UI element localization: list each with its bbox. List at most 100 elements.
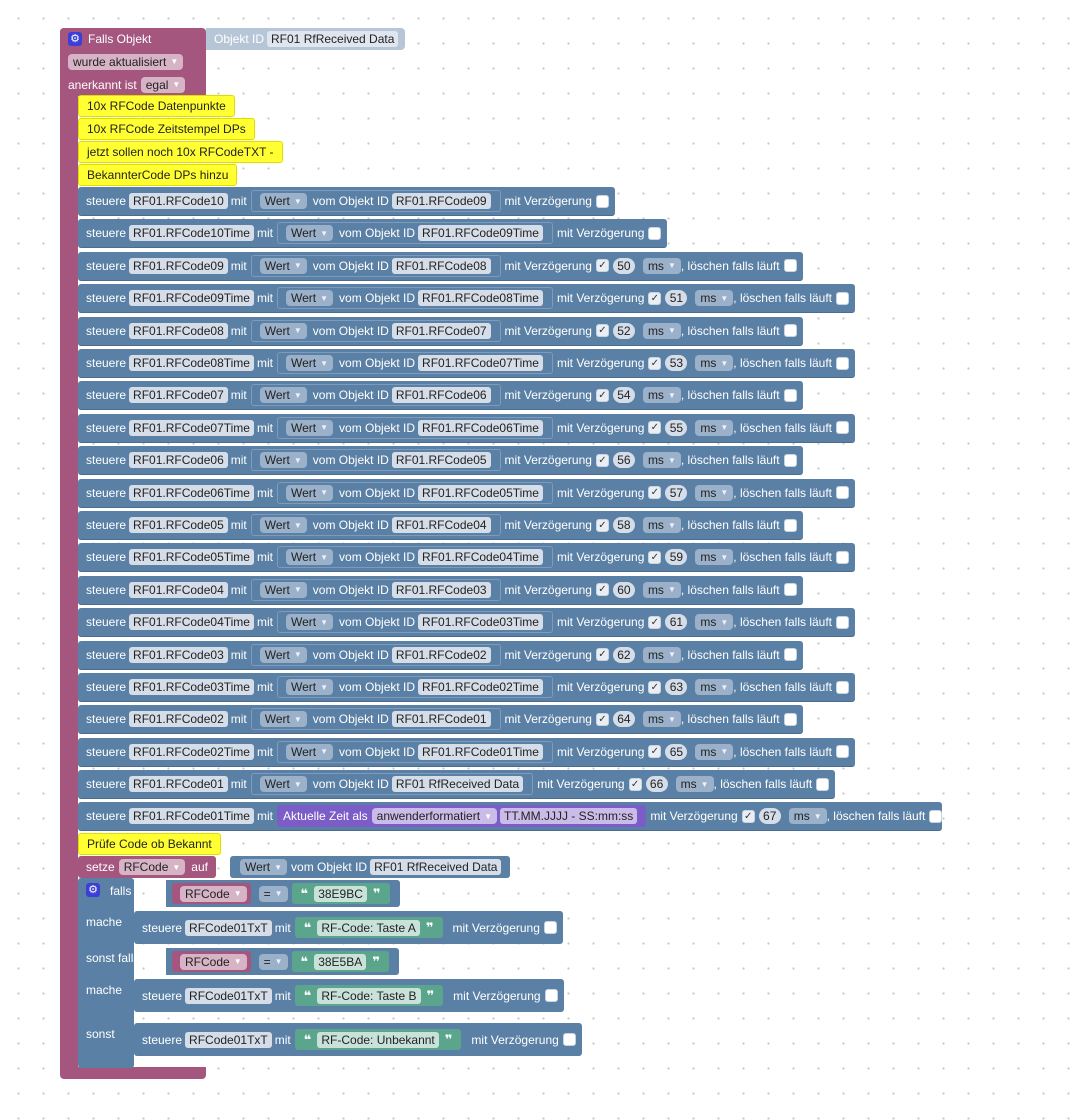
event-block-header[interactable]: ⚙ Falls Objekt xyxy=(60,28,206,50)
unit-dropdown[interactable]: ms▼ xyxy=(642,387,681,404)
delay-number[interactable]: 63 xyxy=(665,679,688,695)
target-field[interactable]: RF01.RFCode08Time xyxy=(129,355,254,371)
delay-checkbox[interactable]: ✓ xyxy=(628,777,642,791)
target-field[interactable]: RF01.RFCode02 xyxy=(129,711,228,728)
clear-checkbox[interactable] xyxy=(836,680,850,694)
source-field[interactable]: RF01.RFCode06Time xyxy=(418,419,543,436)
source-field[interactable]: RF01.RFCode07Time xyxy=(418,355,543,371)
source-field[interactable]: RF01.RFCode09Time xyxy=(418,225,543,242)
string-block[interactable]: ❝RF-Code: Taste A❞ xyxy=(294,917,443,938)
target-field[interactable]: RF01.RFCode03 xyxy=(129,646,228,663)
gear-icon[interactable]: ⚙ xyxy=(86,883,100,897)
source-field[interactable]: RF01.RFCode03 xyxy=(391,581,491,598)
target-field[interactable]: RF01.RFCode05Time xyxy=(129,549,254,566)
clear-checkbox[interactable] xyxy=(783,259,797,273)
wert-dropdown[interactable]: Wert▼ xyxy=(285,743,334,760)
time-value-block[interactable]: Aktuelle Zeit als anwenderformatiert▼ TT… xyxy=(276,805,647,827)
string-field[interactable]: 38E9BC xyxy=(314,885,367,902)
source-field[interactable]: RF01.RFCode09 xyxy=(391,193,491,209)
delay-checkbox[interactable]: ✓ xyxy=(595,259,609,273)
string-field[interactable]: 38E5BA xyxy=(314,953,367,970)
source-field[interactable]: RF01.RFCode01Time xyxy=(418,743,543,760)
source-field[interactable]: RF01.RFCode08 xyxy=(391,257,491,274)
clear-checkbox[interactable] xyxy=(836,356,850,370)
source-field[interactable]: RF01.RFCode02 xyxy=(391,646,491,663)
clear-checkbox[interactable] xyxy=(783,518,797,532)
target-field[interactable]: RF01.RFCode07Time xyxy=(129,419,254,436)
unit-dropdown[interactable]: ms▼ xyxy=(695,290,734,307)
wert-dropdown[interactable]: Wert▼ xyxy=(259,517,307,533)
target-field[interactable]: RF01.RFCode10 xyxy=(129,193,228,209)
clear-checkbox[interactable] xyxy=(783,648,797,662)
set-variable-block[interactable]: setze RFCode▼ auf xyxy=(78,856,216,878)
control-block-else[interactable]: steuere RFCode01TxT mit ❝RF-Code: Unbeka… xyxy=(134,1023,582,1056)
unit-dropdown[interactable]: ms▼ xyxy=(675,776,714,793)
delay-checkbox[interactable]: ✓ xyxy=(648,421,662,435)
unit-dropdown[interactable]: ms▼ xyxy=(695,355,734,371)
clear-checkbox[interactable] xyxy=(836,550,850,564)
delay-checkbox[interactable] xyxy=(648,226,662,240)
target-field[interactable]: RF01.RFCode04 xyxy=(129,581,228,598)
target-field[interactable]: RF01.RFCode08 xyxy=(129,322,228,339)
comment-block[interactable]: Prüfe Code ob Bekannt xyxy=(78,833,221,855)
target-field[interactable]: RF01.RFCode07 xyxy=(129,387,228,404)
unit-dropdown[interactable]: ms▼ xyxy=(642,581,681,598)
wert-dropdown[interactable]: Wert▼ xyxy=(285,355,334,371)
clear-checkbox[interactable] xyxy=(836,421,850,435)
source-field[interactable]: RF01 RfReceived Data xyxy=(370,859,502,875)
variable-dropdown[interactable]: RFCode▼ xyxy=(180,953,247,970)
delay-number[interactable]: 55 xyxy=(665,419,688,436)
delay-number[interactable]: 57 xyxy=(665,484,688,501)
comment-block[interactable]: BekannterCode DPs hinzu xyxy=(78,164,238,186)
delay-checkbox[interactable]: ✓ xyxy=(595,324,609,338)
comment-block[interactable]: jetzt sollen noch 10x RFCodeTXT - xyxy=(78,141,283,163)
wert-dropdown[interactable]: Wert▼ xyxy=(259,452,307,469)
wert-dropdown[interactable]: Wert▼ xyxy=(259,387,307,404)
source-field[interactable]: RF01 RfReceived Data xyxy=(391,776,524,793)
source-field[interactable]: RF01.RFCode02Time xyxy=(418,679,543,695)
clear-checkbox[interactable] xyxy=(816,777,830,791)
string-field[interactable]: RF-Code: Taste B xyxy=(317,987,421,1004)
target-field[interactable]: RFCode01TxT xyxy=(185,919,272,936)
target-field[interactable]: RF01.RFCode02Time xyxy=(129,743,254,760)
source-field[interactable]: RF01.RFCode04Time xyxy=(418,549,543,566)
clear-checkbox[interactable] xyxy=(836,291,850,305)
wert-dropdown[interactable]: Wert▼ xyxy=(259,711,307,728)
delay-checkbox[interactable]: ✓ xyxy=(741,809,755,823)
delay-number[interactable]: 51 xyxy=(665,290,688,307)
updated-dropdown[interactable]: wurde aktualisiert▼ xyxy=(68,53,184,70)
variable-dropdown[interactable]: RFCode▼ xyxy=(180,885,247,902)
source-field[interactable]: RF01.RFCode05 xyxy=(391,452,491,469)
delay-checkbox[interactable]: ✓ xyxy=(648,486,662,500)
delay-checkbox[interactable] xyxy=(544,989,558,1002)
wert-dropdown[interactable]: Wert▼ xyxy=(285,549,334,566)
delay-number[interactable]: 65 xyxy=(665,743,688,760)
wert-dropdown[interactable]: Wert▼ xyxy=(285,679,334,695)
unit-dropdown[interactable]: ms▼ xyxy=(695,679,734,695)
time-pattern-field[interactable]: TT.MM.JJJJ - SS:mm:ss xyxy=(499,808,638,824)
source-field[interactable]: RF01.RFCode03Time xyxy=(418,614,543,631)
delay-checkbox[interactable] xyxy=(543,921,557,934)
wert-dropdown[interactable]: Wert▼ xyxy=(259,322,307,339)
delay-number[interactable]: 67 xyxy=(758,808,781,824)
source-field[interactable]: RF01.RFCode07 xyxy=(391,322,491,339)
condition-block[interactable]: RFCode▼=▼❝38E5BA❞ xyxy=(166,948,399,975)
delay-checkbox[interactable]: ✓ xyxy=(648,615,662,629)
wert-dropdown[interactable]: Wert▼ xyxy=(285,614,334,631)
